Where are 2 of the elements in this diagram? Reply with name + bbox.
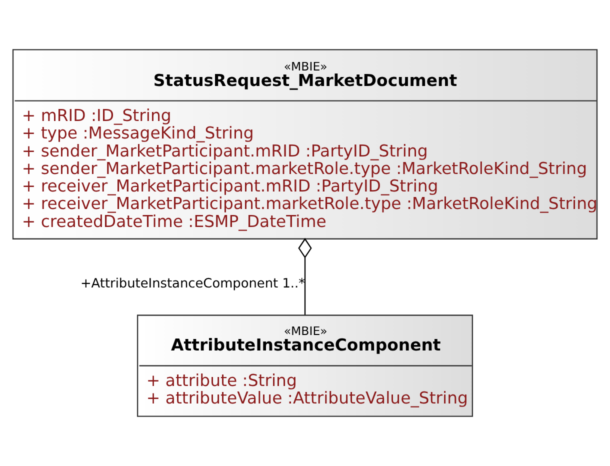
edge-label: +AttributeInstanceComponent 1..* bbox=[80, 276, 306, 292]
connector bbox=[298, 238, 312, 315]
